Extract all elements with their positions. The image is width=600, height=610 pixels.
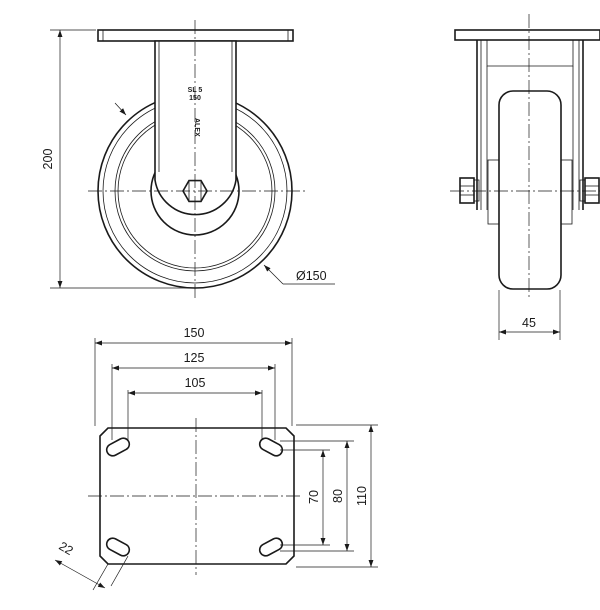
side-wheel (498, 90, 562, 290)
height-70-label: 70 (307, 490, 321, 504)
width-125-label: 125 (184, 351, 205, 365)
side-top-plate (454, 29, 600, 41)
width-105-label: 105 (185, 376, 206, 390)
height-200-label: 200 (41, 149, 55, 170)
top-plate-outline (99, 427, 295, 565)
alex-logo: ALEX (193, 118, 200, 137)
wheel-width-label: 45 (522, 316, 536, 330)
corner-22-label: 22 (56, 539, 75, 558)
front-fork (154, 40, 237, 216)
axle-nut-left (459, 177, 475, 204)
height-110-label: 110 (355, 486, 369, 506)
front-view: SL 5 150 ALEX 200 Ø150 (41, 20, 335, 300)
axle-nut-right (584, 177, 600, 204)
width-150-label: 150 (184, 326, 205, 340)
plate-view: 150 125 105 70 80 110 22 (54, 326, 378, 591)
wheel-diameter-label: Ø150 (296, 269, 327, 283)
side-view: 45 (450, 14, 600, 340)
height-80-label: 80 (331, 489, 345, 503)
front-top-plate (97, 29, 294, 42)
mounting-slots (105, 437, 284, 557)
